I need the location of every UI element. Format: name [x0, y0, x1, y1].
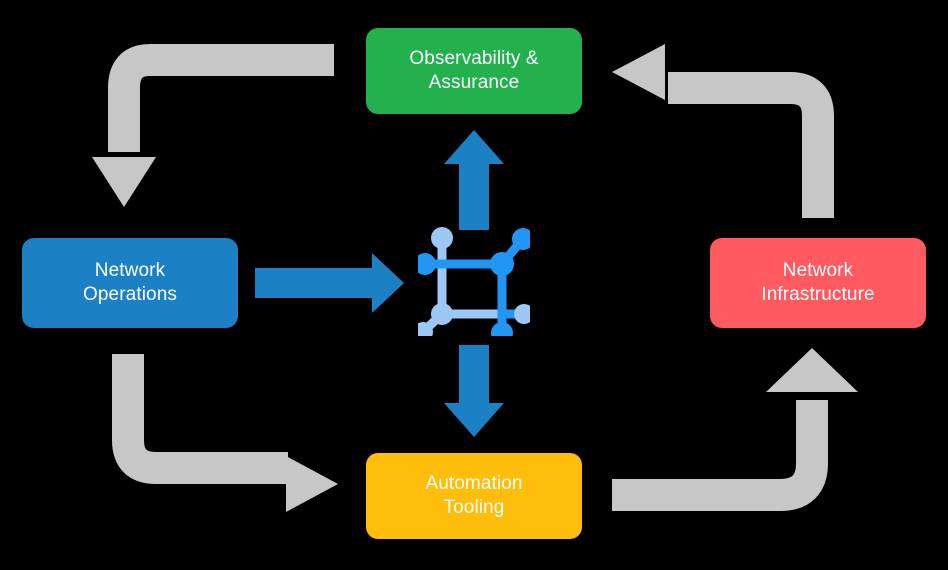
node-box-observability[interactable]: Observability & Assurance — [366, 28, 582, 114]
node-box-network-operations[interactable]: Network Operations — [22, 238, 238, 328]
node-label-automation-tooling: Automation Tooling — [425, 472, 523, 518]
network-mesh-icon — [413, 218, 534, 344]
arrow-automation-to-infrastructure — [612, 348, 858, 511]
arrow-operations-to-automation — [112, 354, 338, 512]
node-label-network-operations: Network Operations — [83, 259, 177, 305]
node-box-network-infrastructure[interactable]: Network Infrastructure — [710, 238, 926, 328]
node-label-network-infrastructure: Network Infrastructure — [761, 259, 875, 305]
arrow-observability-to-operations — [92, 44, 334, 207]
arrow-infrastructure-to-observability — [612, 44, 834, 218]
node-label-observability: Observability & Assurance — [409, 47, 539, 93]
arrow-operations-to-center — [255, 253, 404, 313]
arrow-center-to-automation — [444, 345, 504, 437]
node-box-automation-tooling[interactable]: Automation Tooling — [366, 453, 582, 539]
arrow-center-to-observability — [444, 130, 504, 230]
